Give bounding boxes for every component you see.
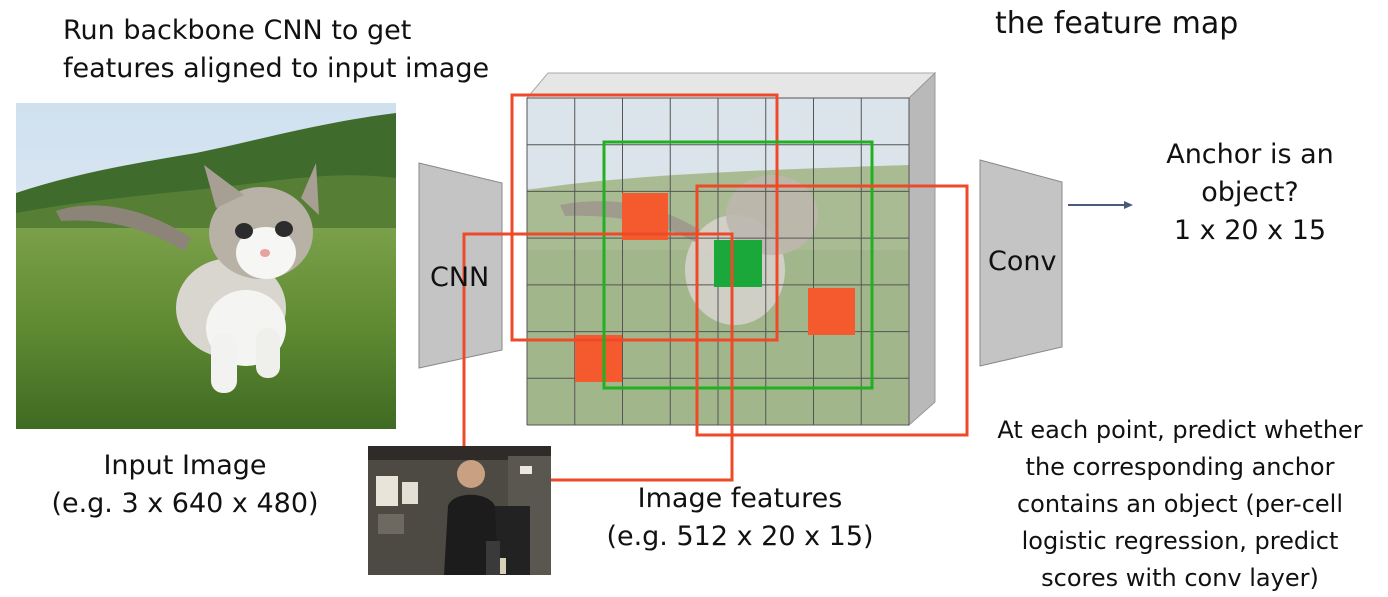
anchor-box-red-right <box>695 184 969 437</box>
anchor-cell-red-1 <box>622 193 668 240</box>
description-line-2: the corresponding anchor <box>1025 453 1335 481</box>
anchor-output-line3: 1 x 20 x 15 <box>1173 215 1327 246</box>
description-line-4: logistic regression, predict <box>1021 527 1339 555</box>
header-left-text: Run backbone CNN to get features aligned… <box>63 12 489 88</box>
input-image-kitten <box>16 103 396 429</box>
anchor-output-line1: Anchor is an <box>1166 139 1334 170</box>
conv-trapezoid <box>979 159 1063 367</box>
anchor-box-green <box>602 140 874 390</box>
cnn-trapezoid <box>418 162 503 369</box>
features-caption-line2: (e.g. 512 x 20 x 15) <box>606 521 874 552</box>
cnn-label: CNN <box>430 262 490 293</box>
description-line-1: At each point, predict whether <box>997 416 1363 444</box>
anchor-cell-green <box>714 240 762 287</box>
output-arrow-head <box>1124 201 1133 209</box>
header-right-text: the feature map <box>995 6 1239 41</box>
input-image-caption-line2: (e.g. 3 x 640 x 480) <box>51 488 319 519</box>
diagram-canvas <box>418 71 1133 482</box>
header-left-line2: features aligned to input image <box>63 53 490 84</box>
description-text: At each point, predict whether the corre… <box>975 412 1385 597</box>
anchor-box-red-bottom <box>462 232 734 482</box>
feature-block-side <box>908 71 936 427</box>
conv-label: Conv <box>988 246 1057 277</box>
anchor-box-red-top <box>510 93 779 342</box>
anchor-cell-red-2 <box>808 288 855 335</box>
features-caption: Image features (e.g. 512 x 20 x 15) <box>595 480 885 556</box>
anchor-cell-red-3 <box>575 335 622 382</box>
input-image-caption: Input Image (e.g. 3 x 640 x 480) <box>40 447 330 523</box>
anchor-output-line2: object? <box>1201 177 1299 208</box>
input-image-caption-line1: Input Image <box>103 450 267 481</box>
header-left-line1: Run backbone CNN to get <box>63 15 412 46</box>
description-line-5: scores with conv layer) <box>1041 564 1319 592</box>
description-line-3: contains an object (per-cell <box>1016 490 1343 518</box>
anchor-output-text: Anchor is an object? 1 x 20 x 15 <box>1140 136 1360 250</box>
speaker-video-thumbnail <box>368 446 551 575</box>
features-caption-line1: Image features <box>637 483 843 514</box>
feature-grid <box>526 97 910 426</box>
